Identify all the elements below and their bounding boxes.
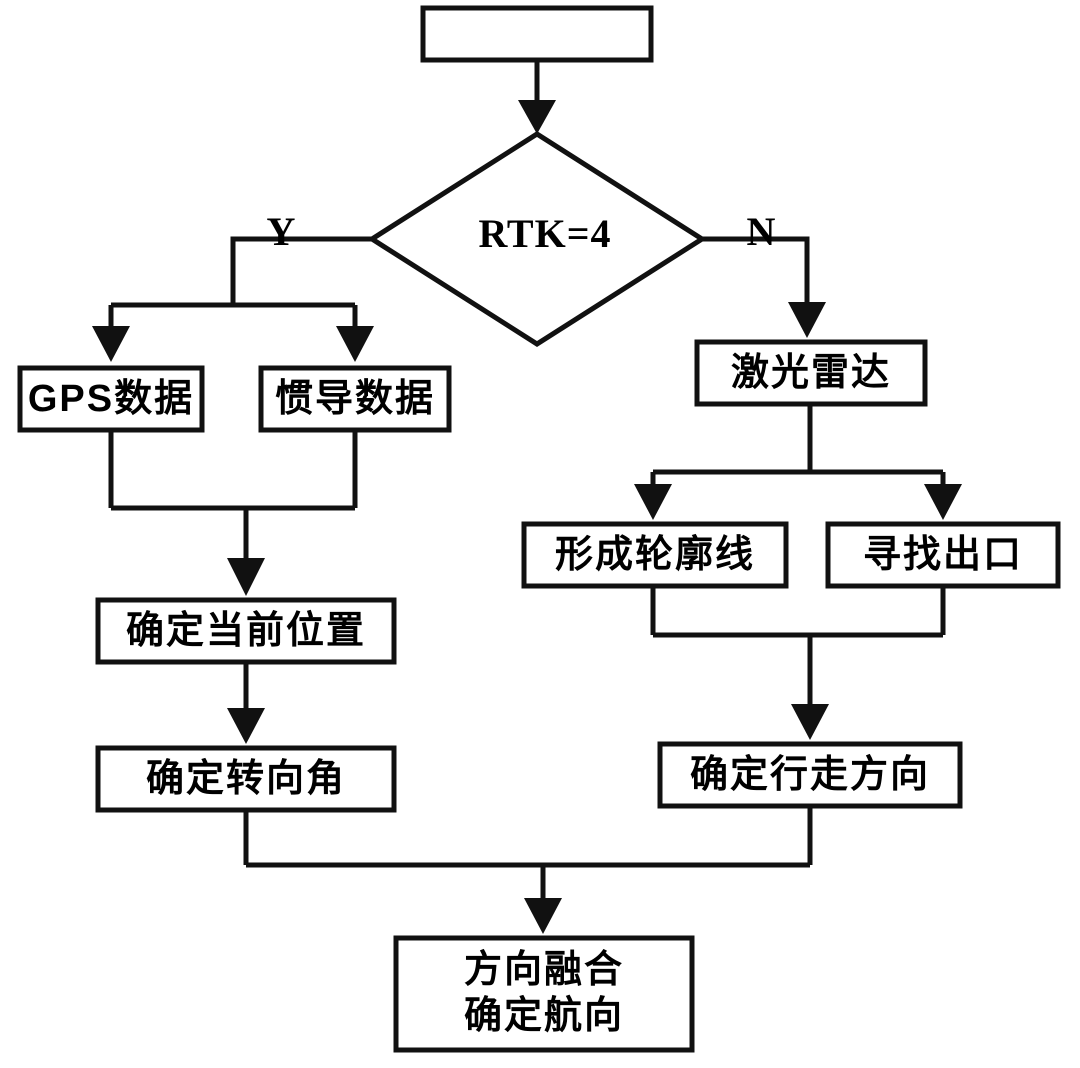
arrow-head-icon [336, 326, 374, 362]
arrow-head-icon [791, 704, 829, 740]
node-lidar[interactable] [694, 339, 928, 407]
node-find-exit[interactable] [825, 521, 1061, 589]
node-determine-steering-angle[interactable] [95, 745, 397, 813]
arrow-head-icon [227, 708, 265, 744]
node-decision-rtk[interactable] [367, 131, 707, 347]
node-lidar-label: 激光雷达 [731, 352, 891, 394]
arrow-head-icon [518, 100, 556, 134]
node-direction-fusion[interactable] [393, 935, 695, 1053]
branch-label-yes: Y [267, 209, 296, 254]
arrow-head-icon [524, 898, 562, 934]
edge-decision-yes [92, 236, 374, 362]
node-determine-walk-direction-label: 确定行走方向 [690, 754, 930, 796]
edge-contour-exit-merge [650, 586, 946, 740]
node-determine-walk-direction[interactable] [657, 741, 963, 809]
node-gps-data[interactable] [17, 365, 205, 433]
node-determine-position-label: 确定当前位置 [126, 610, 366, 652]
edge-start-to-decision [518, 60, 556, 134]
node-start[interactable] [420, 5, 654, 63]
node-determine-position[interactable] [95, 597, 397, 665]
arrow-head-icon [92, 326, 130, 362]
edge-position-to-steer [227, 662, 265, 744]
arrow-head-icon [788, 302, 826, 338]
edge-gps-ins-merge [108, 430, 358, 596]
node-find-exit-label: 寻找出口 [863, 534, 1023, 576]
node-decision-label: RTK=4 [478, 211, 611, 256]
node-direction-fusion-label-line1: 方向融合 [464, 949, 624, 991]
branch-label-no: N [747, 209, 776, 254]
node-direction-fusion-label-line2: 确定航向 [464, 994, 624, 1037]
node-ins-data[interactable] [258, 365, 452, 433]
node-form-contour[interactable] [521, 521, 789, 589]
edge-decision-no [702, 236, 826, 338]
arrow-head-icon [227, 558, 265, 596]
arrow-head-icon [634, 484, 672, 520]
node-ins-data-label: 惯导数据 [275, 378, 435, 420]
edge-lidar-split [634, 404, 962, 520]
edge-final-merge [243, 806, 813, 934]
node-gps-data-label: GPS数据 [28, 378, 194, 420]
node-determine-steering-angle-label: 确定转向角 [146, 758, 346, 800]
arrow-head-icon [924, 484, 962, 520]
node-form-contour-label: 形成轮廓线 [555, 534, 755, 576]
